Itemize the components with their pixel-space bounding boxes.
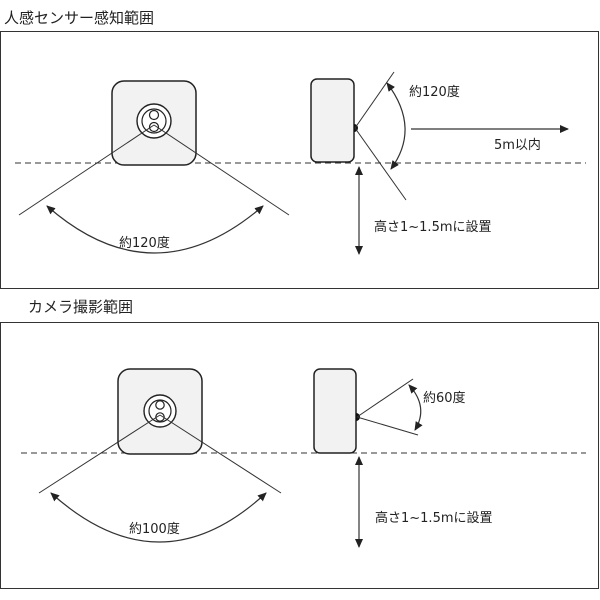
front-angle-left-line <box>38 414 161 494</box>
side-view-device <box>313 368 360 454</box>
front-angle-label: 約120度 <box>119 235 170 251</box>
side-angle-lower-line <box>356 416 419 436</box>
sensor-diagram: 約120度 約120度 5m以内 高さ1~1.5mに設置 <box>15 71 586 255</box>
side-angle-lower-line <box>354 127 407 201</box>
camera-section-heading: カメラ撮影範囲 <box>28 298 134 316</box>
sensor-section-heading: 人感センサー感知範囲 <box>4 9 155 27</box>
side-angle-arc-arrow <box>408 384 423 431</box>
sensor-diagram-panel: 約120度 約120度 5m以内 高さ1~1.5mに設置 <box>0 31 599 289</box>
side-angle-arc-arrow <box>386 82 406 170</box>
side-angle-upper-line <box>356 378 414 418</box>
side-view-device <box>310 78 358 163</box>
height-label: 高さ1~1.5mに設置 <box>375 510 493 526</box>
front-angle-label: 約100度 <box>129 521 180 537</box>
camera-lens-icon <box>155 400 165 410</box>
front-angle-right-line <box>159 414 282 494</box>
camera-diagram-panel: 約100度 約60度 高さ1~1.5mに設置 <box>0 322 599 589</box>
front-angle-right-line <box>153 124 290 216</box>
pir-sensor-icon <box>155 412 165 422</box>
sensor-lens-inner <box>148 399 172 423</box>
device-body-side <box>310 78 355 163</box>
side-angle-label: 約60度 <box>423 390 466 406</box>
device-body-side <box>313 368 357 454</box>
side-angle-label: 約120度 <box>409 84 460 100</box>
front-view-device <box>117 368 203 455</box>
side-angle-upper-line <box>354 71 395 129</box>
front-angle-arc-arrow <box>50 492 267 543</box>
front-view-device <box>111 80 197 166</box>
front-angle-left-line <box>18 124 155 216</box>
range-label: 5m以内 <box>494 137 541 153</box>
sensor-lens-inner <box>141 108 167 134</box>
pir-sensor-icon <box>148 121 160 133</box>
camera-diagram: 約100度 約60度 高さ1~1.5mに設置 <box>21 368 586 548</box>
front-angle-arc-arrow <box>46 205 264 254</box>
height-label: 高さ1~1.5mに設置 <box>374 219 492 235</box>
camera-lens-icon <box>148 109 160 121</box>
